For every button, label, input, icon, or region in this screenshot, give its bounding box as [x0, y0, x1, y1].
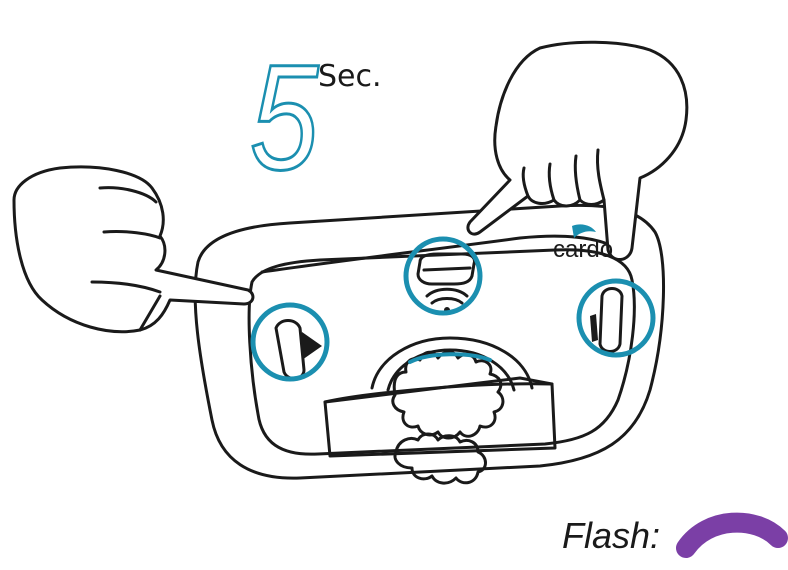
dial-highlight: [408, 352, 492, 364]
lower-knob: [393, 432, 487, 485]
device-inner-face: [247, 248, 636, 456]
device-front-panel-top: [323, 382, 554, 404]
flash-indicator: [676, 512, 788, 558]
hand-pointing-icon-right: [466, 40, 689, 261]
timer-number: 5: [249, 33, 320, 201]
top-button-outline: [416, 252, 476, 286]
right-tab-mark: [590, 314, 598, 342]
flash-label: Flash:: [562, 515, 661, 556]
left-button-highlight: [250, 302, 330, 382]
device-top-strip: [260, 234, 622, 274]
rotary-knob: [391, 350, 505, 440]
hand-pointing-icon-left: [12, 165, 255, 334]
timer-unit: Sec.: [318, 59, 382, 94]
brand-logo-text: cardo: [553, 236, 614, 263]
rotary-dial-ring: [386, 348, 516, 392]
top-button-highlight: [403, 236, 483, 316]
play-icon: [302, 332, 322, 360]
left-button-outline: [274, 319, 306, 380]
wifi-icon: [425, 287, 469, 305]
cardo-logo-icon: [572, 224, 596, 238]
right-button-outline: [598, 287, 624, 353]
device-front-panel: [323, 376, 557, 458]
rotary-dial-base: [370, 336, 534, 390]
right-button-highlight: [576, 278, 656, 358]
